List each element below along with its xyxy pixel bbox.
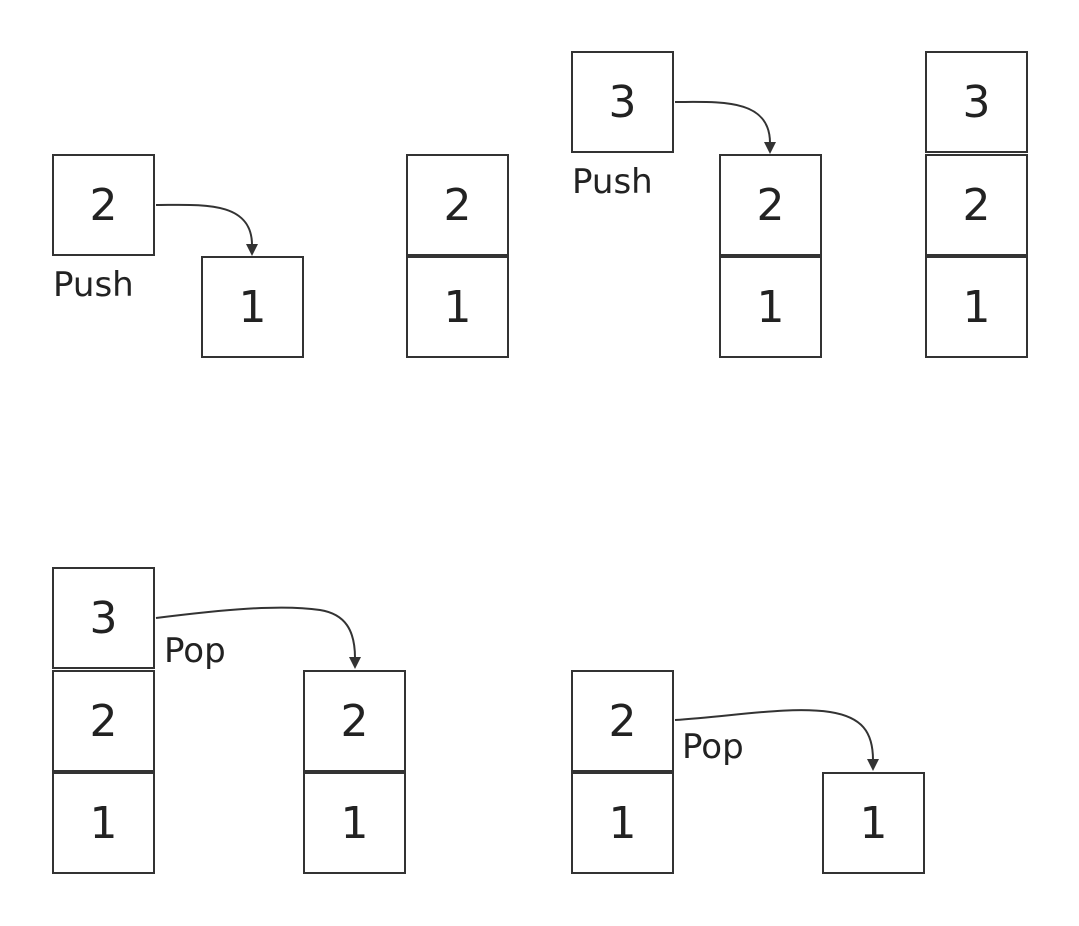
arrowhead-icon bbox=[764, 142, 776, 154]
stack-element-box bbox=[925, 154, 1028, 256]
stack-element-value: 2 bbox=[90, 696, 118, 747]
pop-step-2: 2 1 Pop 1 bbox=[571, 670, 925, 874]
arrowhead-icon bbox=[349, 657, 361, 669]
incoming-element-value: 2 bbox=[90, 180, 118, 231]
push-step-2: 3 Push 2 1 bbox=[571, 51, 822, 358]
stack-element-value: 2 bbox=[757, 180, 785, 231]
stack-element-value: 1 bbox=[963, 282, 991, 333]
pop-arrow bbox=[674, 709, 874, 761]
stack-element-value: 3 bbox=[90, 593, 118, 644]
stack-element-box bbox=[303, 772, 406, 874]
stack-element-box bbox=[303, 670, 406, 772]
push-arrow bbox=[674, 100, 771, 144]
stack-element-box bbox=[406, 256, 509, 358]
push-step-1: 2 Push 1 bbox=[52, 154, 304, 358]
incoming-element-value: 3 bbox=[609, 77, 637, 128]
stack-after-push-1: 2 1 bbox=[406, 154, 509, 358]
stack-element-value: 1 bbox=[860, 798, 888, 849]
stack-element-value: 3 bbox=[963, 77, 991, 128]
stack-element-box bbox=[925, 51, 1028, 153]
stack-element-box bbox=[52, 670, 155, 772]
stack-element-box bbox=[719, 154, 822, 256]
stack-element-box bbox=[571, 670, 674, 772]
stack-element-value: 2 bbox=[341, 696, 369, 747]
stack-element-box bbox=[201, 256, 304, 358]
pop-label: Pop bbox=[682, 727, 744, 767]
stack-element-value: 1 bbox=[444, 282, 472, 333]
incoming-element-box bbox=[52, 154, 155, 256]
stack-element-box bbox=[719, 256, 822, 358]
push-label: Push bbox=[53, 265, 134, 305]
stack-element-box bbox=[406, 154, 509, 256]
stack-element-box bbox=[925, 256, 1028, 358]
stack-element-box bbox=[52, 772, 155, 874]
stack-element-box bbox=[822, 772, 925, 874]
incoming-element-box bbox=[571, 51, 674, 153]
stack-element-value: 1 bbox=[239, 282, 267, 333]
push-label: Push bbox=[572, 162, 653, 202]
stack-element-value: 1 bbox=[609, 798, 637, 849]
stack-element-value: 1 bbox=[90, 798, 118, 849]
stack-element-box bbox=[52, 567, 155, 669]
stack-element-value: 1 bbox=[757, 282, 785, 333]
pop-arrow bbox=[155, 606, 356, 659]
stack-after-push-2: 3 2 1 bbox=[925, 51, 1028, 358]
pop-label: Pop bbox=[164, 631, 226, 671]
stack-element-value: 2 bbox=[609, 696, 637, 747]
stack-element-value: 2 bbox=[444, 180, 472, 231]
pop-step-1: 3 2 1 Pop 2 1 bbox=[52, 567, 406, 874]
stack-element-value: 1 bbox=[341, 798, 369, 849]
stack-element-box bbox=[571, 772, 674, 874]
arrowhead-icon bbox=[867, 759, 879, 771]
arrowhead-icon bbox=[246, 244, 258, 256]
stack-element-value: 2 bbox=[963, 180, 991, 231]
push-arrow bbox=[155, 203, 253, 246]
